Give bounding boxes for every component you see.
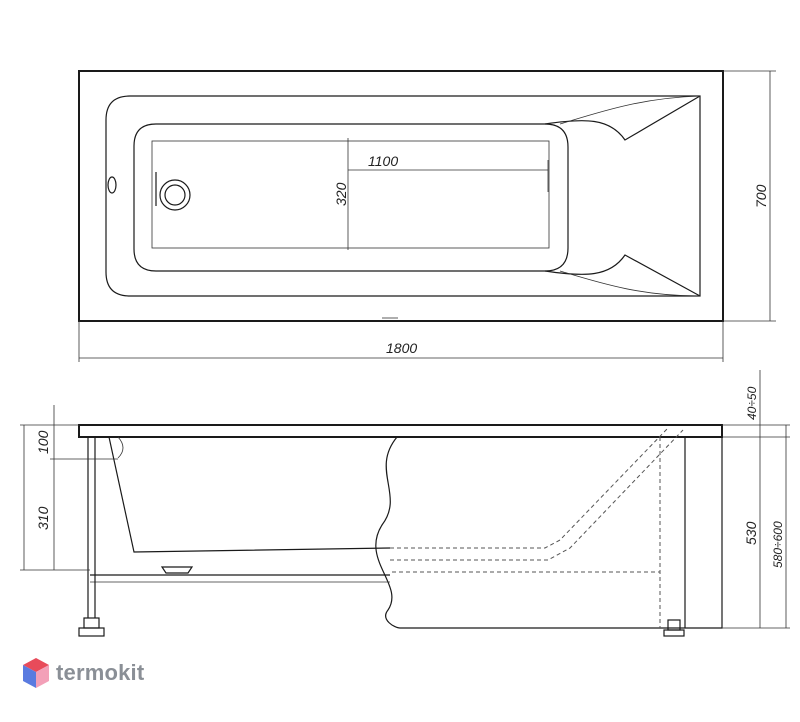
cube-icon — [23, 658, 49, 688]
side-view-drain — [160, 566, 194, 574]
side-view-hidden-bowl — [390, 427, 669, 549]
rim-thickness-label: 40÷50 — [745, 386, 759, 420]
brand-logo: termokit — [22, 657, 144, 689]
side-view-rim — [78, 424, 723, 438]
width-total-label: 700 — [753, 184, 769, 208]
top-view-bottom-inner — [151, 140, 550, 249]
drain-inner — [164, 184, 186, 206]
side-view-overflow — [117, 436, 124, 459]
top-view: 1100 320 700 1800 — [78, 70, 776, 362]
overflow-height-label: 310 — [35, 506, 51, 530]
rim-height-label: 100 — [35, 430, 51, 454]
side-view-bowl — [108, 436, 391, 553]
side-view: 100 310 40÷50 530 580÷600 — [20, 370, 790, 637]
top-view-backrest-line — [559, 95, 701, 125]
top-view-bottom — [133, 123, 569, 272]
side-view-apron — [400, 436, 723, 629]
inner-length-label: 1100 — [368, 153, 398, 169]
top-view-backrest — [544, 95, 701, 141]
overflow-hole — [107, 176, 117, 194]
side-view-foot-left-base — [78, 627, 105, 637]
side-view-foot-left — [83, 617, 100, 629]
total-height-label: 580÷600 — [771, 521, 785, 568]
side-view-foot-right-base — [663, 629, 685, 637]
tub-height-label: 530 — [743, 521, 759, 545]
side-view-hidden-bowl-2 — [390, 429, 684, 561]
side-view-break — [375, 436, 401, 629]
top-view-backrest-low — [544, 254, 701, 297]
length-total-label: 1800 — [386, 340, 417, 356]
top-view-bowl-outline — [105, 95, 701, 297]
drain-outer — [159, 179, 191, 211]
inner-width-label: 320 — [333, 182, 349, 206]
top-view-outer-rim — [78, 70, 724, 322]
top-view-backrest-low-line — [559, 270, 701, 297]
brand-name: termokit — [56, 660, 145, 685]
